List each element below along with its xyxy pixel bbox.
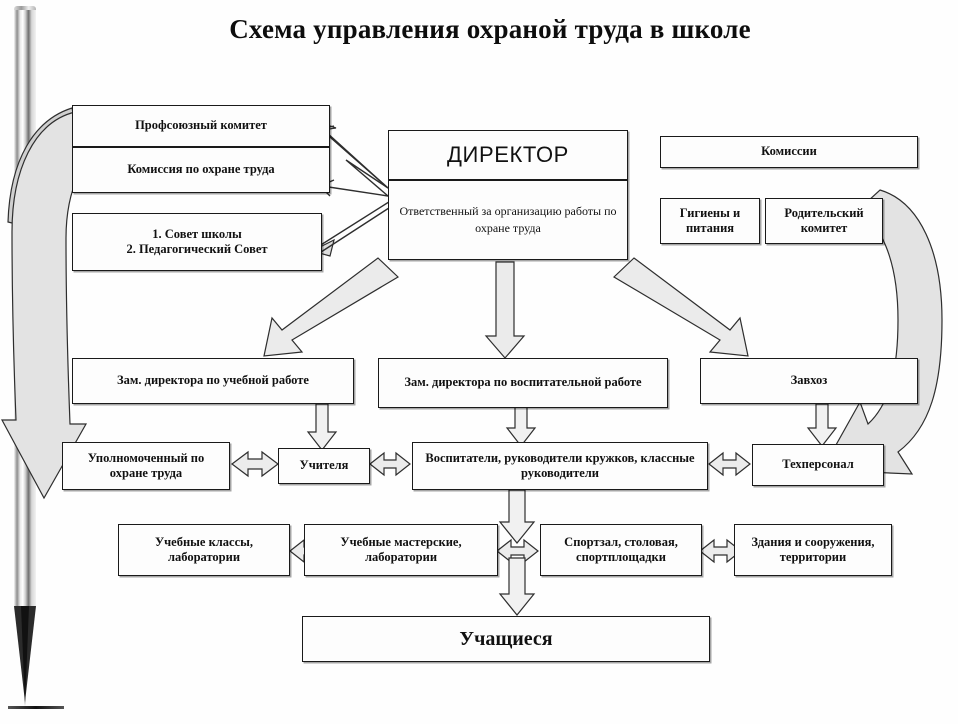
- node-upolnomochen[interactable]: Уполномоченный по охране труда: [62, 442, 230, 490]
- page-title: Схема управления охраной труда в школе: [229, 14, 751, 44]
- node-gigiena[interactable]: Гигиены и питания: [660, 198, 760, 244]
- node-komissia-ot[interactable]: Комиссия по охране труда: [72, 147, 330, 193]
- arrow-double-vospitateli-tehpersonal: [708, 451, 751, 477]
- arrow-double-upolnomochen-uchitelya: [231, 450, 279, 478]
- arrow-double-uchitelya-vospitateli: [369, 451, 411, 477]
- pen-baseline: [8, 706, 64, 709]
- node-sovety[interactable]: 1. Совет школы 2. Педагогический Совет: [72, 213, 322, 271]
- node-zam-vosp[interactable]: Зам. директора по воспитательной работе: [378, 358, 668, 408]
- node-tehpersonal[interactable]: Техперсонал: [752, 444, 884, 486]
- pen-icon: [0, 0, 64, 724]
- node-zdania[interactable]: Здания и сооружения, территории: [734, 524, 892, 576]
- node-klassy[interactable]: Учебные классы, лаборатории: [118, 524, 290, 576]
- arrow-double-masterskie-sportzal: [496, 538, 539, 564]
- node-otvetstvenny[interactable]: Ответственный за организацию работы по о…: [388, 180, 628, 260]
- node-uchitelya[interactable]: Учителя: [278, 448, 370, 484]
- pen-shaft: [14, 10, 36, 610]
- node-vospitateli[interactable]: Воспитатели, руководители кружков, класс…: [412, 442, 708, 490]
- node-zavhoz[interactable]: Завхоз: [700, 358, 918, 404]
- arrow-block-to-zavhoz: [613, 257, 749, 357]
- node-sportzal[interactable]: Спортзал, столовая, спортплощадки: [540, 524, 702, 576]
- arrow-block-zam-ucheb-uchitelya: [306, 403, 338, 451]
- node-director[interactable]: ДИРЕКТОР: [388, 130, 628, 180]
- node-masterskie[interactable]: Учебные мастерские, лаборатории: [304, 524, 498, 576]
- arrow-block-zam-vosp-vospitateli: [505, 403, 537, 447]
- arrow-block-to-zam-vosp: [484, 261, 526, 359]
- pen-tip-core: [21, 606, 29, 706]
- arrow-block-zavhoz-tehpersonal: [806, 403, 838, 447]
- arrow-thin-director-profkom: [319, 123, 389, 189]
- arrow-block-to-zam-ucheb: [263, 257, 399, 357]
- arrow-block-vospitateli-uchashiesya: [498, 489, 536, 544]
- node-profkom[interactable]: Профсоюзный комитет: [72, 105, 330, 147]
- node-zam-ucheb[interactable]: Зам. директора по учебной работе: [72, 358, 354, 404]
- node-uchashiesya[interactable]: Учащиеся: [302, 616, 710, 662]
- arrow-block-down-to-uchashiesya: [498, 557, 536, 616]
- node-komissii[interactable]: Комиссии: [660, 136, 918, 168]
- node-roditkom[interactable]: Родительский комитет: [765, 198, 883, 244]
